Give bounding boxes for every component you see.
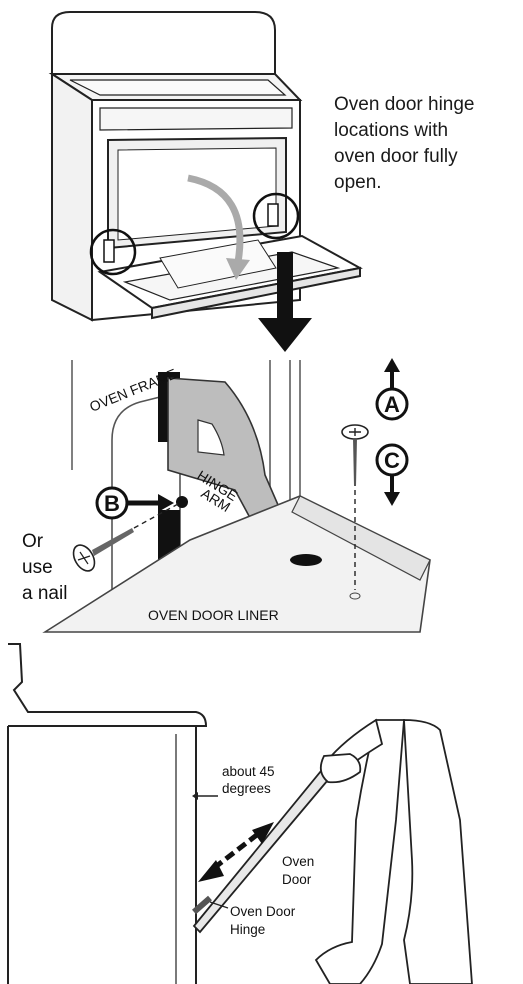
- oven-door-label-line1: Oven: [282, 854, 314, 869]
- angle-label-line1: about 45: [222, 764, 275, 779]
- hinge-label-line1: Oven Door: [230, 904, 296, 919]
- hinge-label-line2: Hinge: [230, 922, 265, 937]
- angle-label-line2: degrees: [222, 781, 271, 796]
- person-lifting-door: [316, 720, 472, 984]
- range-side-profile: [8, 644, 206, 984]
- oven-door-label-line2: Door: [282, 872, 312, 887]
